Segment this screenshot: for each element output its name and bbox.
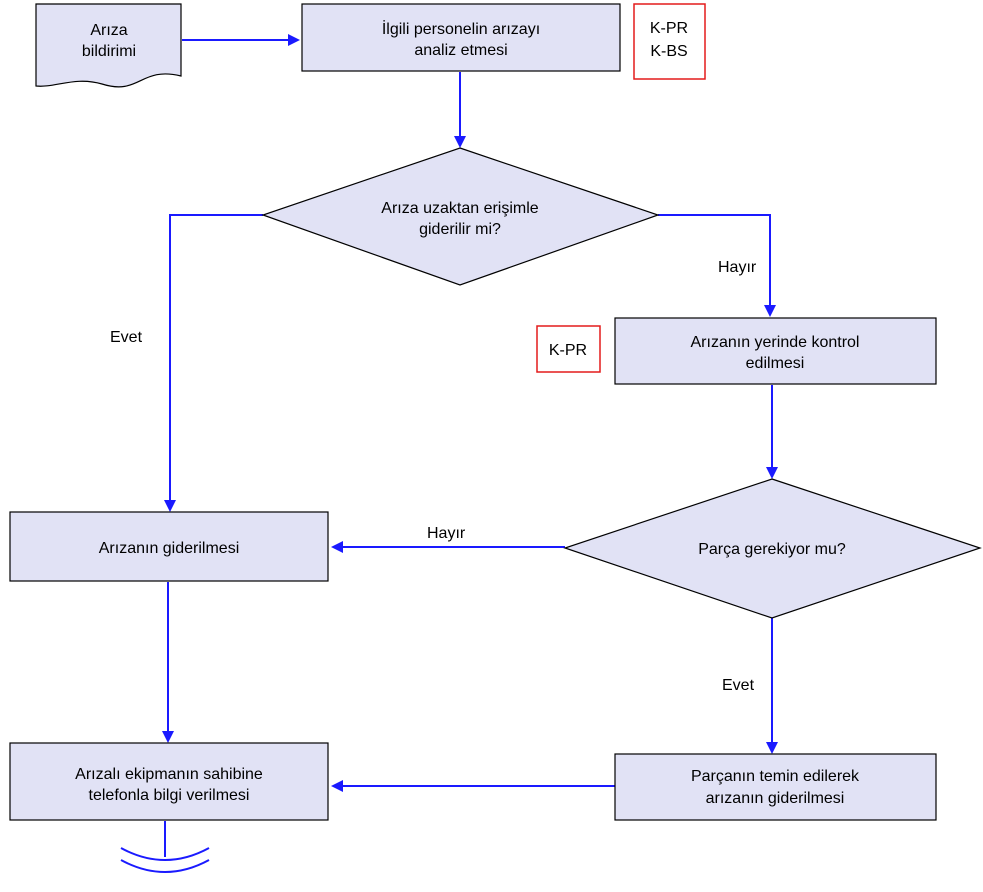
part-fix-node: Parçanın temin edilerek arızanın gideril…: [614, 753, 937, 821]
notify-node: Arızalı ekipmanın sahibine telefonla bil…: [9, 742, 329, 821]
onsite-check-text-2: edilmesi: [746, 355, 805, 372]
onsite-check-node: Arızanın yerinde kontrol edilmesi: [614, 317, 937, 385]
onsite-tag-1: K-PR: [549, 342, 587, 359]
onsite-responsibility-tag: K-PR: [536, 325, 601, 373]
edge-label-part-yes: Evet: [722, 677, 755, 694]
edge-label-remote-yes: Evet: [110, 329, 143, 346]
phone-signal-icon: [120, 847, 210, 873]
edge-label-part-no: Hayır: [427, 525, 466, 542]
notify-text-2: telefonla bilgi verilmesi: [89, 787, 250, 804]
analyze-text-2: analiz etmesi: [414, 42, 507, 59]
part-fix-text-1: Parçanın temin edilerek: [691, 768, 860, 785]
part-decision-node: Parça gerekiyor mu?: [563, 478, 982, 619]
analyze-tag-2: K-BS: [650, 43, 687, 60]
fix-text: Arızanın giderilmesi: [99, 540, 240, 557]
remote-decision-text-2: giderilir mi?: [419, 221, 501, 238]
fix-node: Arızanın giderilmesi: [9, 511, 329, 582]
onsite-check-text-1: Arızanın yerinde kontrol: [691, 334, 860, 351]
arrow-remote-no: [658, 214, 776, 317]
analyze-responsibility-tag: K-PR K-BS: [633, 3, 706, 80]
notify-text-1: Arızalı ekipmanın sahibine: [75, 766, 263, 783]
remote-decision-node: Arıza uzaktan erişimle giderilir mi?: [261, 147, 660, 286]
start-document-node: Arıza bildirimi: [35, 3, 182, 88]
analyze-text-1: İlgili personelin arızayı: [382, 19, 540, 38]
analyze-tag-1: K-PR: [650, 20, 688, 37]
part-decision-text: Parça gerekiyor mu?: [698, 541, 846, 558]
start-document-text-1: Arıza: [90, 22, 127, 39]
remote-decision-text-1: Arıza uzaktan erişimle: [381, 200, 538, 217]
start-document-text-2: bildirimi: [82, 43, 136, 60]
arrow-remote-yes: [164, 214, 263, 512]
part-fix-text-2: arızanın giderilmesi: [706, 790, 845, 807]
analyze-node: İlgili personelin arızayı analiz etmesi: [301, 3, 621, 72]
edge-label-remote-no: Hayır: [718, 259, 757, 276]
